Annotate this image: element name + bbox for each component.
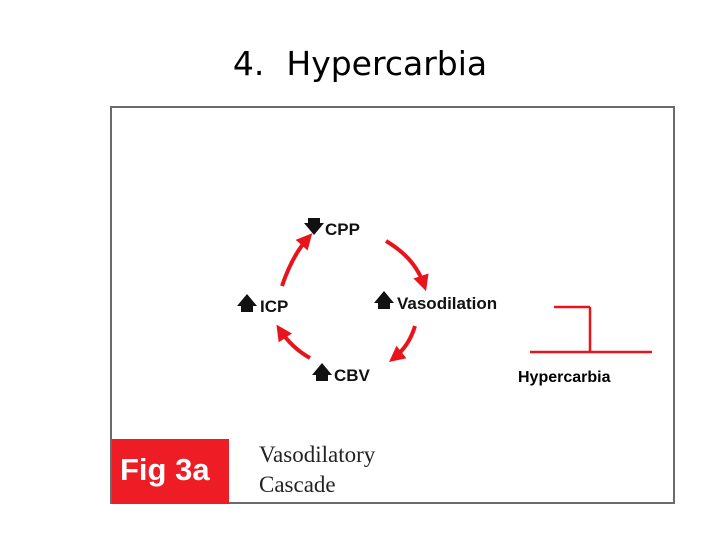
node-cpp-label: CPP xyxy=(325,220,360,239)
down-arrow-icon xyxy=(304,218,324,235)
arrow-cpp-to-vasodilation xyxy=(384,239,429,292)
up-arrow-icon xyxy=(237,294,257,312)
arrow-vasodilation-to-cbv xyxy=(389,325,417,362)
node-cbv-label: CBV xyxy=(334,366,371,385)
arrow-cbv-to-icp xyxy=(276,324,311,360)
trigger-label: Hypercarbia xyxy=(518,369,611,386)
up-arrow-icon xyxy=(312,363,332,381)
node-icp-label: ICP xyxy=(260,297,288,316)
caption-line-1: Vasodilatory xyxy=(259,442,376,467)
slide-title-text: Hypercarbia xyxy=(286,44,488,83)
figure-caption: Vasodilatory Cascade xyxy=(259,440,375,500)
slide-title: 4. Hypercarbia xyxy=(0,44,720,83)
hypercarbia-connector xyxy=(530,305,652,354)
figure-tag: Fig 3a xyxy=(112,439,229,504)
figure-tag-label: Fig 3a xyxy=(120,452,210,487)
arrow-icp-to-cpp xyxy=(280,233,313,287)
up-arrow-icon xyxy=(374,291,394,309)
node-vasodilation-label: Vasodilation xyxy=(397,294,497,313)
cascade-diagram: CPP Vasodilation ICP CBV Hypercarbia xyxy=(237,218,652,386)
slide-number: 4. xyxy=(232,44,265,83)
node-vasodilation: Vasodilation xyxy=(374,291,497,313)
node-icp: ICP xyxy=(237,294,288,316)
caption-line-2: Cascade xyxy=(259,472,336,497)
node-cbv: CBV xyxy=(312,363,371,385)
figure-frame: CPP Vasodilation ICP CBV Hypercarbia Fig… xyxy=(110,106,675,504)
node-cpp: CPP xyxy=(304,218,360,239)
